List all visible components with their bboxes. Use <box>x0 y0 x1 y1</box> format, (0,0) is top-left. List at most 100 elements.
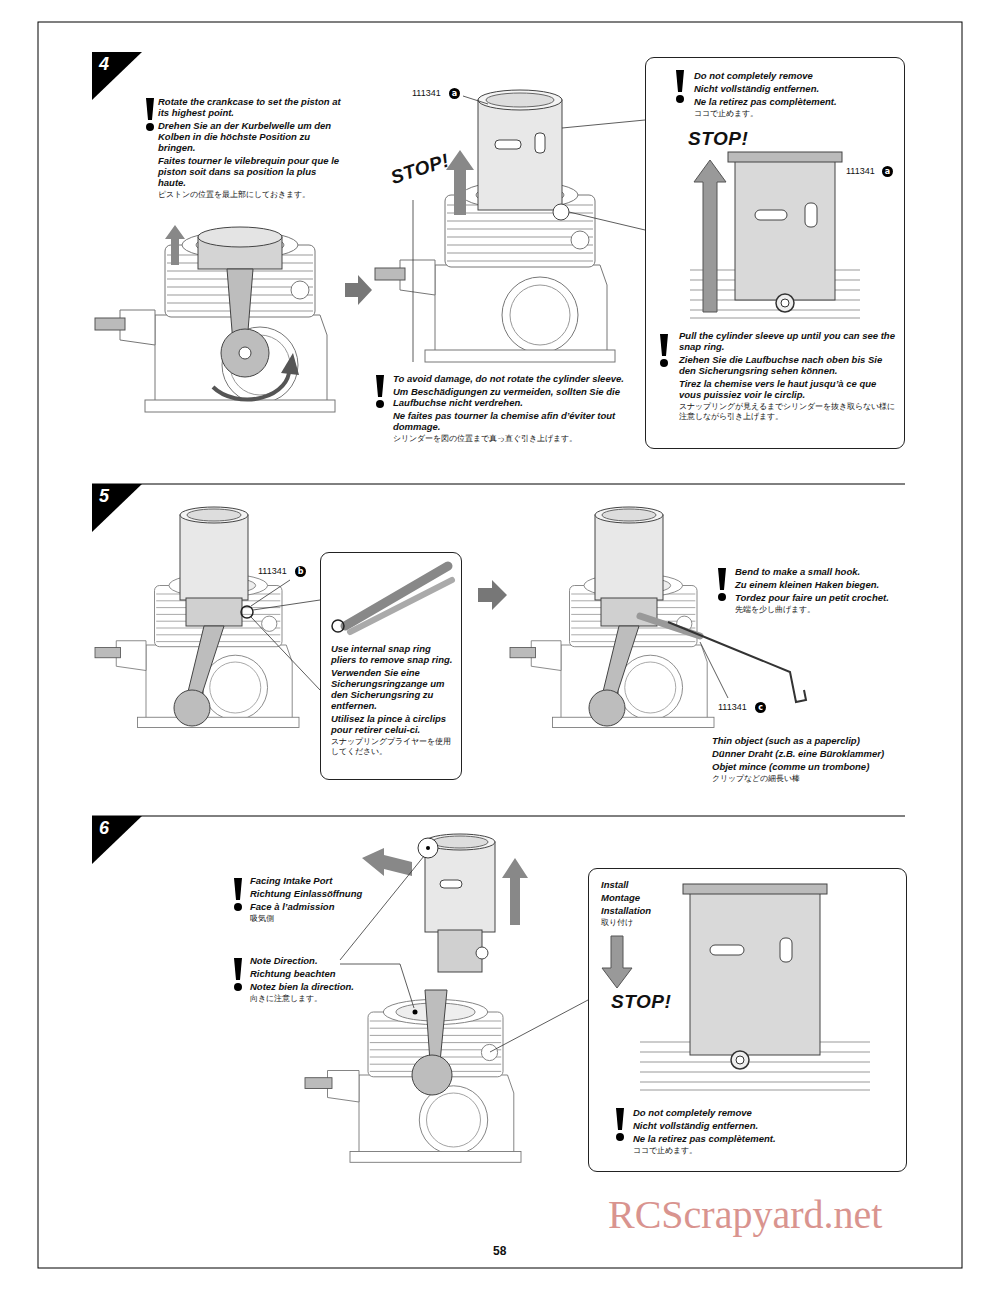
text-group: Do not completely removeNicht vollständi… <box>694 70 899 121</box>
part-number: 111341 <box>258 566 287 577</box>
heading-text: Installation <box>601 905 691 916</box>
sleeve-detail-up-part <box>805 203 817 227</box>
step-arrow <box>478 580 507 610</box>
engine-step5-left-part <box>186 626 224 700</box>
engine-step4-middle-part <box>486 93 554 107</box>
sleeve-detail-up-part <box>781 299 789 307</box>
warning-text: To avoid damage, do not rotate the cylin… <box>393 373 643 384</box>
sleeve-step6-part <box>438 930 482 972</box>
text-group: c <box>755 702 766 715</box>
step-badge: 4 <box>92 52 142 100</box>
snap-ring-pliers-part <box>332 620 344 632</box>
engine-step5-right-part <box>668 622 806 702</box>
engine-step5-left-part <box>180 507 248 523</box>
text-group: Note Direction.Richtung beachtenNotez bi… <box>250 955 400 1006</box>
page-frame <box>38 22 962 1268</box>
instruction-text: Zu einem kleinen Haken biegen. <box>735 579 935 590</box>
engine-step6 <box>234 856 588 1162</box>
sleeve-detail-down-part <box>736 1056 744 1064</box>
warning-text: Nicht vollständig entfernen. <box>694 83 899 94</box>
engine-step6-part <box>234 878 242 911</box>
sleeve-detail-up-part <box>660 334 668 367</box>
text-group: a <box>449 88 460 101</box>
warning-text: 吸気側 <box>250 914 400 924</box>
engine-step5-left-part <box>241 606 253 618</box>
sleeve-detail-up-part <box>694 160 726 312</box>
part-letter: b <box>295 566 306 577</box>
text-group: 5 <box>99 486 109 508</box>
engine-step4-middle-part <box>446 150 474 215</box>
sleeve-detail-down-part-part <box>640 1062 870 1063</box>
sleeve-detail-down-part <box>683 884 827 894</box>
warning-text: ココで止めます。 <box>694 109 899 119</box>
warning-text: Ne la retirez pas complètement. <box>694 96 899 107</box>
text-group: 111341 <box>412 88 441 101</box>
engine-step4-middle-part <box>569 212 645 230</box>
callout-box: Do not completely removeNicht vollständi… <box>645 57 905 449</box>
engine-step4-middle-part <box>478 100 562 210</box>
text-group: 6 <box>99 818 109 840</box>
engine-step5-right-part <box>700 642 728 698</box>
sleeve-step6-part <box>502 858 528 925</box>
engine-step5-right-part <box>601 626 639 700</box>
stop-text: STOP! <box>611 991 671 1013</box>
engine-step5-left-part <box>180 515 248 600</box>
callout-box: Use internal snap ring pliers to remove … <box>320 552 462 780</box>
part-letter: c <box>755 702 766 713</box>
sleeve-step6-part <box>432 836 488 848</box>
engine-step4-left-part-part <box>198 227 282 247</box>
engine-step6-part <box>412 1055 452 1095</box>
instruction-text: スナップリングが見えるまでシリンダーを抜き取らない様に注意しながら引き上げます。 <box>679 402 897 422</box>
sleeve-detail-up-part <box>676 70 684 103</box>
sleeve-detail-down-part <box>710 945 744 955</box>
text-group: RCScrapyard.net <box>608 1192 882 1240</box>
page-frame-part <box>92 816 905 817</box>
instruction-text: Utilisez la pince à circlips pour retire… <box>331 713 455 735</box>
page-number: 58 <box>493 1244 506 1258</box>
sleeve-detail-down <box>602 884 870 1141</box>
step-number: 6 <box>99 818 109 838</box>
instruction-text: Drehen Sie an der Kurbelwelle um den Kol… <box>158 120 343 153</box>
warning-text: ココで止めます。 <box>633 1146 863 1156</box>
engine-step5-right-part <box>595 515 663 600</box>
text-group: Thin object (such as a paperclip)Dünner … <box>712 735 927 786</box>
snap-ring-pliers <box>332 566 452 632</box>
sleeve-step6-part <box>362 848 412 876</box>
badge-triangle <box>92 52 142 100</box>
text-group: 111341 <box>258 566 287 579</box>
text-group: STOP! <box>688 128 748 152</box>
engine-step5-left-part <box>186 598 242 626</box>
engine-step6-part <box>490 1000 588 1052</box>
engine-step5-right-part <box>602 509 656 521</box>
sleeve-detail-up <box>660 70 860 367</box>
text-group: STOP! <box>611 991 671 1015</box>
warning-text: Do not completely remove <box>633 1107 863 1118</box>
part-number: 111341 <box>718 702 747 713</box>
step-badge: 5 <box>92 484 142 532</box>
engine-step4-middle-part <box>463 96 488 104</box>
engine-step4-left <box>95 98 335 412</box>
warning-text: シリンダーを図の位置まで真っ直ぐ引き上げます。 <box>393 434 643 444</box>
instruction-text: Dünner Draht (z.B. eine Büroklammer) <box>712 748 927 759</box>
watermark: RCScrapyard.net <box>608 1192 882 1238</box>
sleeve-detail-down-part-part <box>640 1072 870 1073</box>
engine-step4-left-part-part <box>239 347 251 359</box>
instruction-text: クリップなどの細長い棒 <box>712 774 927 784</box>
engine-step5-left-part <box>174 690 210 726</box>
instruction-text: Objet mince (comme un trombone) <box>712 761 927 772</box>
part-number: 111341 <box>412 88 441 99</box>
warning-text: 向きに注意します。 <box>250 994 400 1004</box>
engine-step5-left-part <box>251 580 290 606</box>
instruction-text: Use internal snap ring pliers to remove … <box>331 643 455 665</box>
engine-step5-right <box>510 507 806 727</box>
step-number: 5 <box>99 486 109 506</box>
sleeve-step6-part <box>426 846 430 850</box>
engine-step5-right-part <box>589 690 625 726</box>
warning-text: Richtung beachten <box>250 968 400 979</box>
step-badge: 6 <box>92 816 142 864</box>
text-group: Do not completely removeNicht vollständi… <box>633 1107 863 1158</box>
text-group: 58 <box>493 1244 506 1260</box>
engine-step5-left-part <box>253 600 320 610</box>
engine-step5-right-part <box>718 568 726 601</box>
warning-text: Richtung Einlassöffnung <box>250 888 400 899</box>
